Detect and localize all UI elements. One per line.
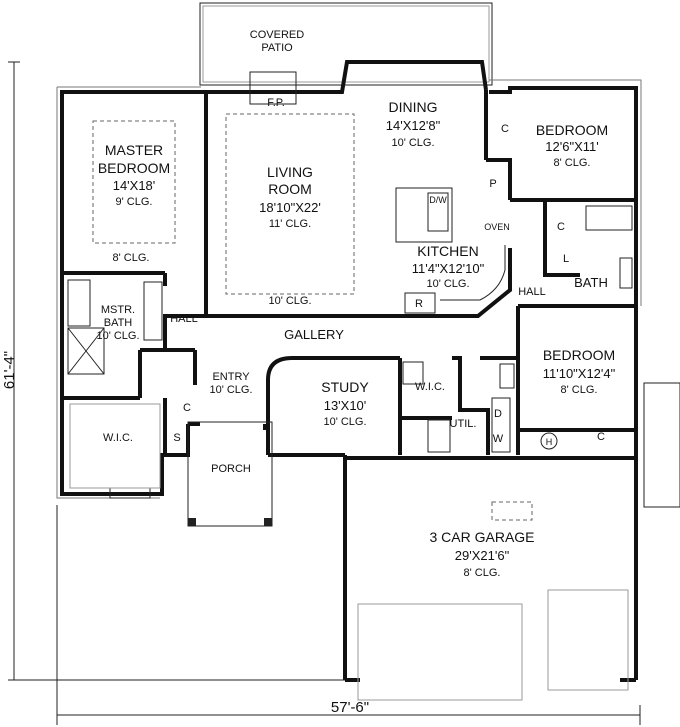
kitchen-counter	[440, 245, 506, 301]
bath2-linen: L	[563, 253, 569, 265]
dryer-label: D	[494, 408, 502, 420]
garage-door-left	[357, 603, 523, 701]
bedroom3-size: 11'10"X12'4"	[543, 366, 616, 381]
tub	[67, 279, 91, 327]
dimension-lines	[8, 61, 641, 725]
interior-walls	[62, 90, 636, 455]
garage-ceiling: 8' CLG.	[464, 567, 501, 579]
living-ceiling: 11' CLG.	[269, 218, 311, 230]
garage-name: 3 CAR GARAGE	[429, 529, 534, 545]
dining-name: DINING	[389, 99, 438, 115]
mstr-bath-name-1: MSTR.	[101, 304, 135, 316]
bedroom2-closet: C	[501, 123, 509, 135]
fireplace-label: F.P.	[267, 97, 285, 109]
wic-sink	[402, 361, 424, 385]
living-ceiling-lower: 10' CLG.	[268, 295, 311, 307]
fixtures	[67, 71, 680, 701]
study-size: 13'X10'	[324, 398, 367, 413]
util-label: UTIL.	[450, 418, 477, 430]
mstr-bath-name-2: BATH	[104, 317, 133, 329]
wic-study-label: W.I.C.	[415, 381, 445, 393]
porch-post-left	[188, 518, 196, 526]
porch-label: PORCH	[211, 463, 251, 475]
garage-size: 29'X21'6"	[455, 548, 510, 563]
entry-storage: S	[173, 432, 180, 444]
bath2-closet: C	[557, 221, 565, 233]
washer-dryer	[491, 397, 511, 453]
util-cabinet	[499, 363, 515, 389]
study-name: STUDY	[321, 379, 369, 395]
hall2-label: HALL	[518, 286, 546, 298]
water-heater-label: H	[546, 437, 553, 447]
master-vanity	[143, 281, 163, 341]
bedroom3-ceiling: 8' CLG.	[561, 384, 598, 396]
living-name-2: ROOM	[268, 181, 312, 197]
util-sink	[427, 419, 451, 453]
master-name-2: BEDROOM	[98, 160, 170, 176]
dining-size: 14'X12'8"	[386, 118, 441, 133]
master-name-1: MASTER	[105, 142, 163, 158]
master-size: 14'X18'	[113, 178, 156, 193]
covered-patio-label-2: PATIO	[261, 42, 293, 54]
covered-patio-label-1: COVERED	[250, 29, 304, 41]
overall-dimensions: 61'-4" 57'-6"	[1, 351, 369, 716]
study-ceiling: 10' CLG.	[323, 416, 366, 428]
kitchen-name: KITCHEN	[417, 243, 478, 259]
dining-ceiling: 10' CLG.	[391, 137, 434, 149]
dishwasher-label: D/W	[429, 195, 447, 205]
garage-door-right	[547, 589, 629, 691]
porch-outline	[187, 421, 273, 527]
entry-closet: C	[183, 402, 191, 414]
hall1-label: HALL	[170, 313, 198, 325]
mstr-bath-ceiling: 10' CLG.	[96, 330, 139, 342]
master-wic-label: W.I.C.	[103, 432, 133, 444]
bedroom3-name: BEDROOM	[543, 347, 615, 363]
kitchen-island	[395, 187, 453, 243]
bath-tub	[585, 205, 633, 231]
garage-hatch	[491, 501, 533, 521]
width-dimension: 57'-6"	[331, 699, 369, 716]
water-heater-circle	[540, 432, 558, 450]
oven-label: OVEN	[484, 222, 510, 232]
room-labels: COVERED PATIO F.P. DINING 14'X12'8" 10' …	[96, 29, 615, 579]
fireplace-box	[249, 71, 297, 105]
fridge-label: R	[415, 298, 423, 310]
bedroom3-closet: C	[597, 431, 605, 443]
bedroom2-size: 12'6"X11'	[545, 139, 598, 154]
mwic-shelves	[69, 403, 161, 489]
entry-name: ENTRY	[212, 371, 250, 383]
living-name-1: LIVING	[267, 164, 313, 180]
living-tray-ceiling	[225, 113, 355, 295]
depth-dimension: 61'-4"	[1, 351, 18, 389]
bath-vanity	[619, 257, 633, 289]
shower	[67, 327, 105, 375]
kitchen-ceiling: 10' CLG.	[426, 278, 469, 290]
entry-ceiling: 10' CLG.	[209, 384, 252, 396]
fridge-box	[404, 292, 436, 314]
washer-label: W	[493, 433, 504, 445]
bedroom2-ceiling: 8' CLG.	[554, 157, 591, 169]
master-ceiling: 9' CLG.	[116, 196, 153, 208]
side-window-box	[643, 382, 680, 508]
porch-post-right	[264, 518, 272, 526]
bath2-name: BATH	[574, 275, 608, 290]
kitchen-size: 11'4"X12'10"	[412, 261, 485, 276]
bedroom2-name: BEDROOM	[536, 122, 608, 138]
pantry-label: P	[489, 178, 496, 190]
covered-patio-outline	[199, 2, 493, 86]
dishwasher-sink	[427, 192, 449, 232]
master-ceiling-lower: 8' CLG.	[113, 252, 150, 264]
gallery-label: GALLERY	[284, 327, 344, 342]
living-size: 18'10"X22'	[259, 200, 321, 215]
master-tray-ceiling	[92, 120, 176, 244]
